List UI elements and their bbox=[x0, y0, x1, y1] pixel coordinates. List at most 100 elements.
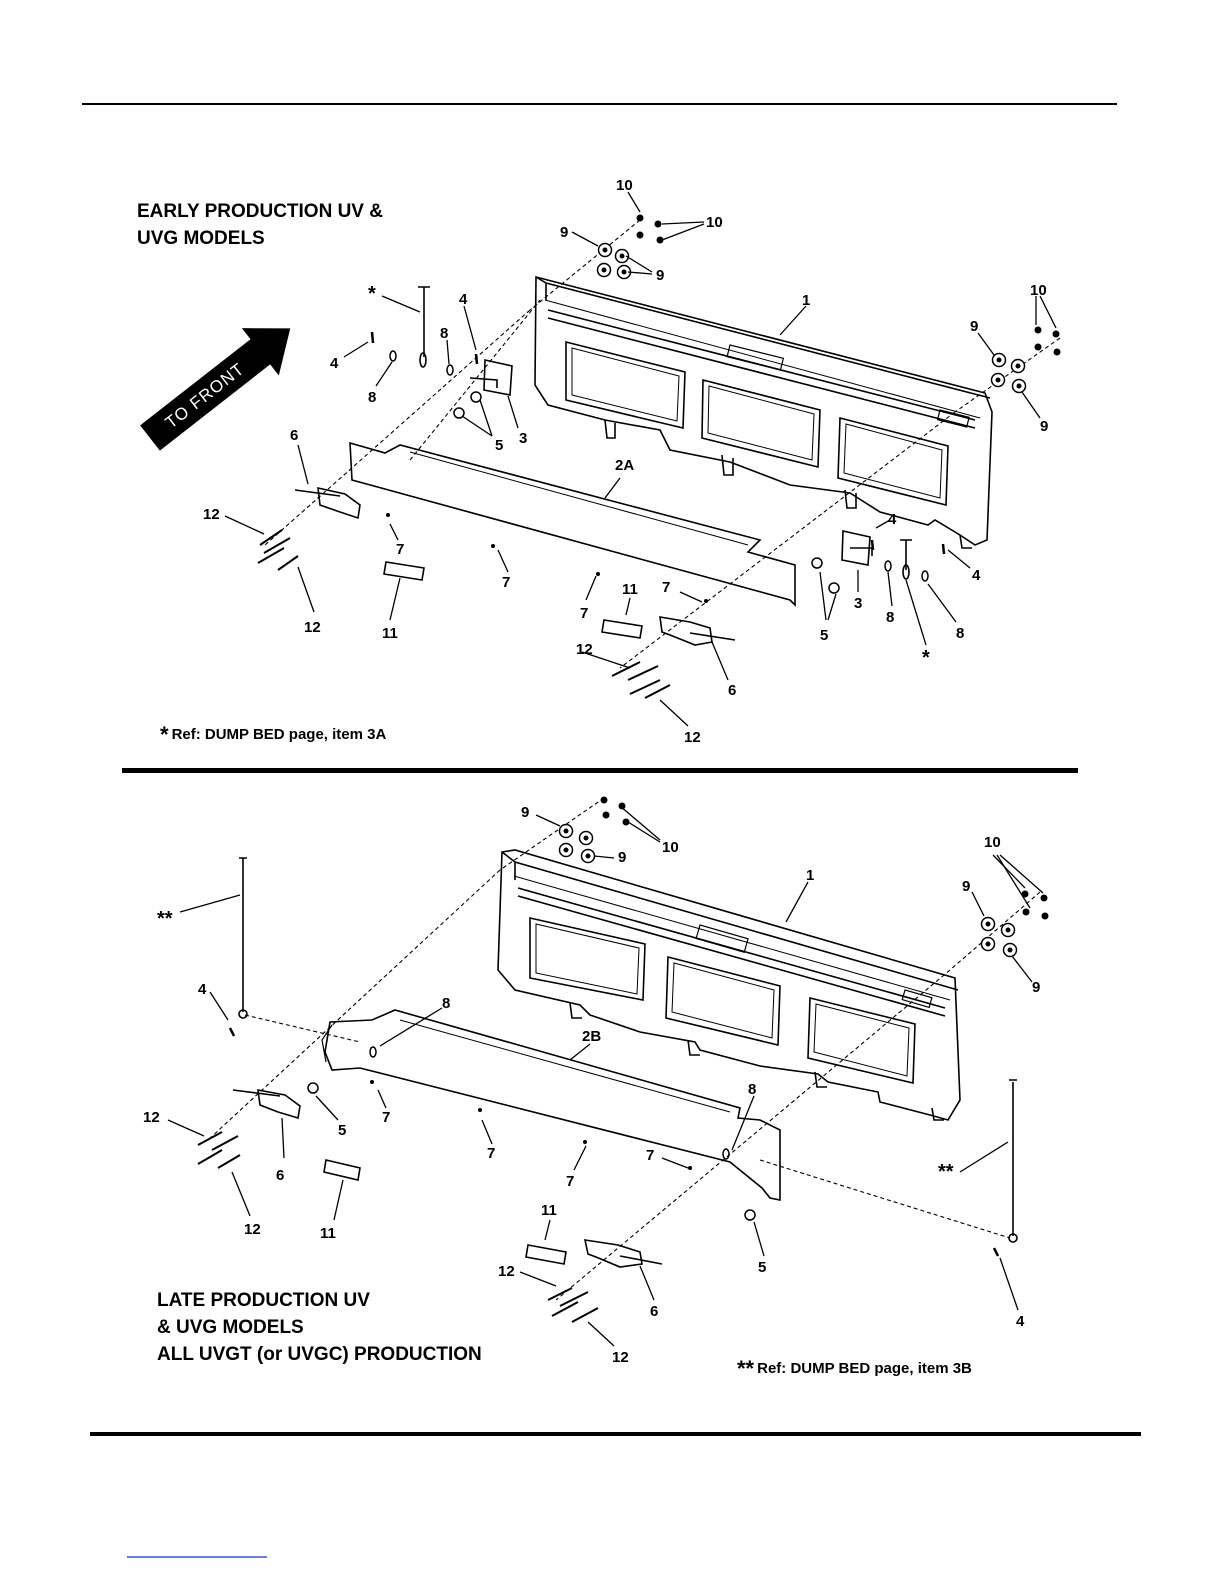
bottom-callout-4a: 4 bbox=[198, 981, 207, 998]
top-callout-4b: 4 bbox=[330, 355, 339, 372]
bottom-callout-4b: 4 bbox=[1016, 1313, 1025, 1330]
bottom-callout-5b: 5 bbox=[758, 1259, 766, 1276]
bottom-callout-7d: 7 bbox=[566, 1173, 574, 1190]
top-callout-1: 1 bbox=[802, 292, 810, 309]
top-callout-7d: 7 bbox=[580, 605, 588, 622]
bottom-tailgate-drawing bbox=[197, 797, 1041, 1323]
top-leader-lines bbox=[224, 191, 1057, 727]
top-window-1 bbox=[565, 340, 686, 430]
bottom-window-2 bbox=[665, 955, 781, 1047]
top-callout-12c: 12 bbox=[576, 641, 593, 658]
top-callout-12b: 12 bbox=[304, 619, 321, 636]
top-window-3 bbox=[837, 416, 949, 507]
top-plate-left bbox=[383, 561, 425, 581]
bottom-latch-right bbox=[583, 1239, 643, 1268]
top-hardware bbox=[386, 214, 1061, 603]
footer-link-underline[interactable] bbox=[127, 1556, 267, 1558]
bottom-callout-9d: 9 bbox=[1032, 979, 1040, 996]
bottom-plate-right bbox=[525, 1244, 567, 1265]
late-title-line-1: LATE PRODUCTION UV bbox=[157, 1290, 370, 1311]
bottom-bolts-left bbox=[197, 1131, 241, 1169]
top-latch-right bbox=[659, 616, 713, 646]
bottom-dashed-guides bbox=[207, 797, 1041, 1301]
bottom-ref-note: **Ref: DUMP BED page, item 3B bbox=[737, 1356, 972, 1382]
top-callout-6a: 6 bbox=[290, 427, 298, 444]
top-callout-9a: 9 bbox=[560, 224, 568, 241]
top-callout-11b: 11 bbox=[622, 581, 638, 598]
bottom-cable-right bbox=[1009, 1079, 1017, 1236]
top-callout-3b: 3 bbox=[854, 595, 862, 612]
bottom-callout-11a: 11 bbox=[320, 1225, 336, 1242]
top-tailgate-top-rail bbox=[535, 276, 991, 429]
top-bracket-2A bbox=[349, 441, 796, 607]
bottom-callout-6b: 6 bbox=[650, 1303, 658, 1320]
bottom-callout-1: 1 bbox=[806, 867, 814, 884]
top-callout-4d: 4 bbox=[972, 567, 981, 584]
top-callout-4c: 4 bbox=[888, 511, 897, 528]
bottom-callout-10a: 10 bbox=[662, 839, 679, 856]
bottom-tailgate-top-rail bbox=[501, 851, 959, 1017]
top-ref-mark: * bbox=[160, 722, 169, 747]
bottom-callout-12b: 12 bbox=[244, 1221, 261, 1238]
top-callout-12d: 12 bbox=[684, 729, 701, 746]
top-callout-9c: 9 bbox=[970, 318, 978, 335]
early-production-title: EARLY PRODUCTION UV & UVG MODELS bbox=[137, 198, 383, 252]
bottom-callout-dstar-b: ** bbox=[938, 1161, 954, 1183]
top-hinge-3-right bbox=[841, 530, 871, 566]
bottom-ref-text: Ref: DUMP BED page, item 3B bbox=[757, 1360, 972, 1377]
top-dashed-guides bbox=[264, 219, 1061, 669]
late-title-line-2: & UVG MODELS bbox=[157, 1317, 304, 1338]
top-callout-7a: 7 bbox=[396, 541, 404, 558]
header-rule bbox=[82, 103, 1117, 105]
bottom-callout-7a: 7 bbox=[382, 1109, 390, 1126]
bottom-callout-8a: 8 bbox=[442, 995, 450, 1012]
top-hinge-3-left bbox=[483, 359, 513, 396]
bottom-cable-left bbox=[239, 857, 247, 1012]
top-callout-8d: 8 bbox=[956, 625, 964, 642]
bottom-callout-9c: 9 bbox=[962, 878, 970, 895]
top-callout-7c: 7 bbox=[662, 579, 670, 596]
top-bolts-right bbox=[611, 661, 671, 699]
top-window-2 bbox=[701, 378, 821, 469]
top-cable-left bbox=[418, 286, 430, 357]
top-callout-4a: 4 bbox=[459, 291, 468, 308]
top-callout-12a: 12 bbox=[203, 506, 220, 523]
top-bolts-left bbox=[257, 529, 299, 571]
top-callouts: 10 10 9 9 1 10 9 9 * 4 8 4 8 3 5 6 2A 12… bbox=[203, 177, 1048, 746]
bottom-bracket-2B bbox=[324, 1009, 781, 1201]
bottom-plate-left bbox=[323, 1159, 361, 1181]
bottom-callout-10b: 10 bbox=[984, 834, 1001, 851]
top-callout-2A: 2A bbox=[615, 457, 634, 474]
bottom-bolts-right bbox=[547, 1287, 599, 1323]
bottom-callout-5a: 5 bbox=[338, 1122, 346, 1139]
bottom-latch-left bbox=[257, 1089, 301, 1120]
top-callout-11a: 11 bbox=[382, 625, 398, 642]
bottom-window-3 bbox=[807, 996, 916, 1085]
top-ref-note: *Ref: DUMP BED page, item 3A bbox=[160, 722, 386, 748]
top-tailgate-drawing bbox=[257, 219, 1061, 699]
top-callout-8a: 8 bbox=[440, 325, 448, 342]
top-ref-text: Ref: DUMP BED page, item 3A bbox=[171, 726, 387, 743]
bottom-callout-12a: 12 bbox=[143, 1109, 160, 1126]
top-callout-star-a: * bbox=[368, 283, 376, 305]
top-callout-5b: 5 bbox=[820, 627, 828, 644]
top-callout-10b: 10 bbox=[706, 214, 723, 231]
top-callout-star-b: * bbox=[922, 647, 930, 669]
early-title-line-1: EARLY PRODUCTION UV & bbox=[137, 201, 383, 222]
early-title-line-2: UVG MODELS bbox=[137, 228, 265, 249]
bottom-callout-12d: 12 bbox=[612, 1349, 629, 1366]
top-callout-9d: 9 bbox=[1040, 418, 1048, 435]
bottom-callout-2B: 2B bbox=[582, 1028, 601, 1045]
bottom-ref-mark: ** bbox=[737, 1356, 755, 1381]
top-callout-10c: 10 bbox=[1030, 282, 1047, 299]
top-latch-left bbox=[317, 486, 361, 520]
bottom-callout-7c: 7 bbox=[646, 1147, 654, 1164]
footer-rule bbox=[90, 1432, 1141, 1436]
bottom-callout-dstar-a: ** bbox=[157, 908, 173, 930]
bottom-callout-11b: 11 bbox=[541, 1202, 557, 1219]
bottom-hardware bbox=[307, 796, 1049, 1221]
bottom-leader-lines bbox=[167, 805, 1044, 1347]
to-front-label: TO FRONT bbox=[162, 359, 248, 432]
bottom-callout-12c: 12 bbox=[498, 1263, 515, 1280]
